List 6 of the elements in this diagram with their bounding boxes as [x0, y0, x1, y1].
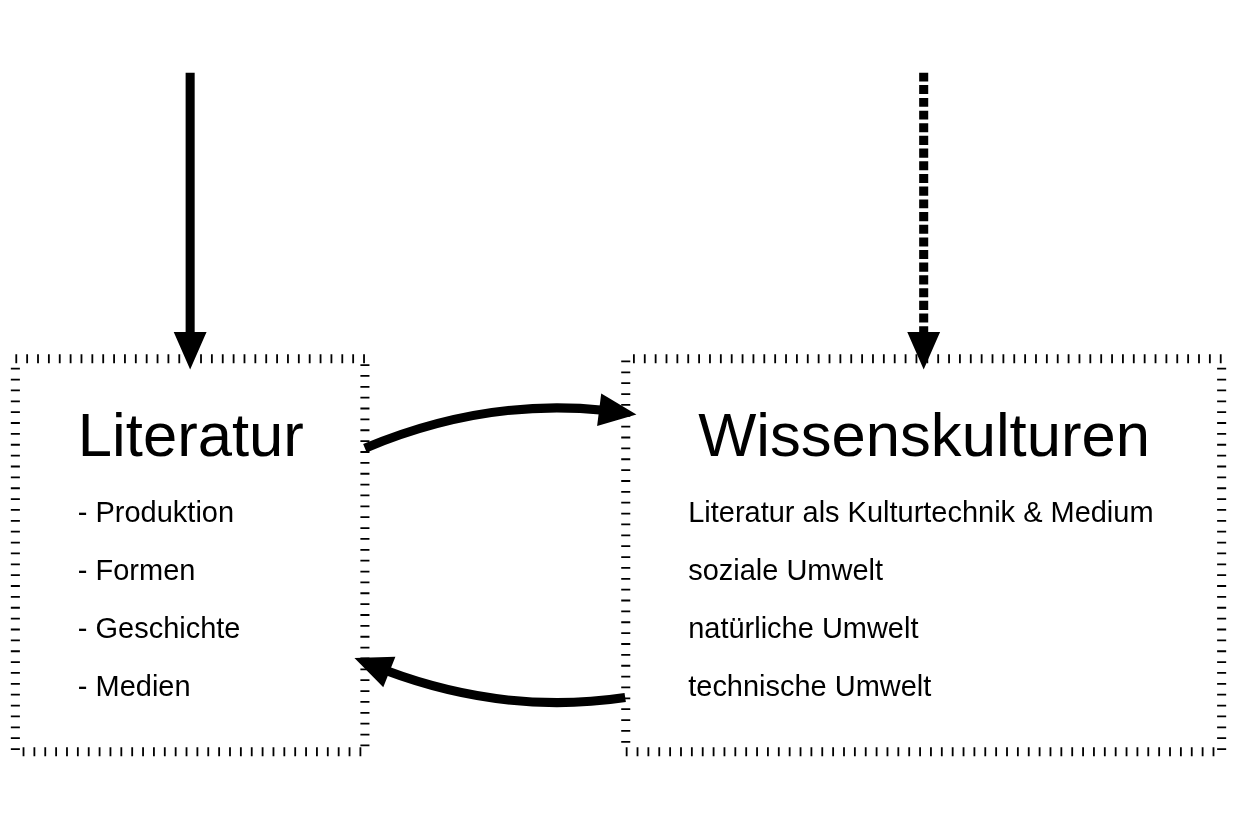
- arrow: [363, 393, 637, 453]
- arrow: [907, 72, 941, 370]
- node-box: Literatur - Produktion - Formen - Geschichte - Medien: [10, 354, 370, 757]
- arrow: [173, 72, 207, 370]
- node-box: Wissenskulturen Literatur als Kulturtechnik & Medium soziale Umwelt natürliche Umwelt technische Umwelt: [621, 354, 1227, 757]
- arrow: [354, 656, 626, 708]
